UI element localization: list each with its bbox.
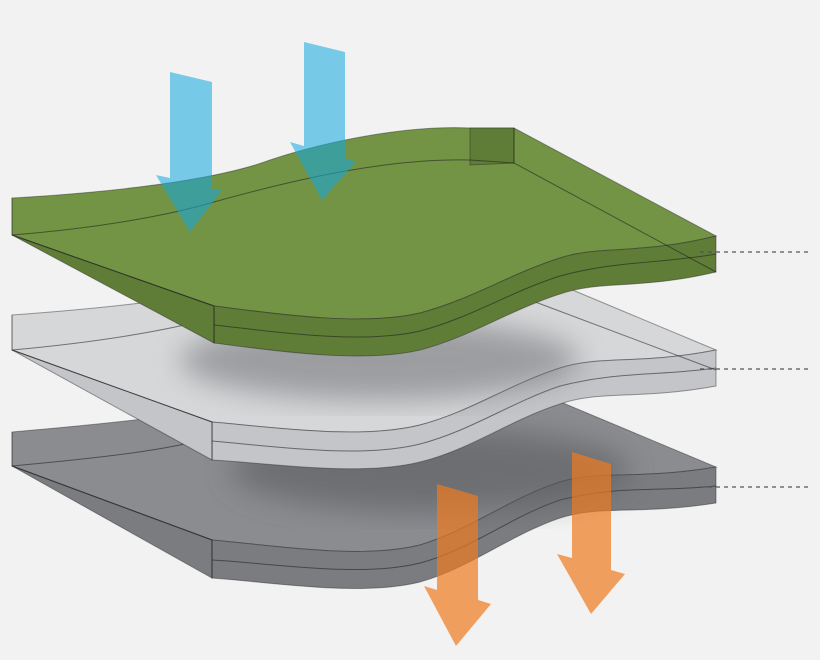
top-layer-back-edge (469, 127, 515, 166)
arrow-down-icon (290, 42, 356, 200)
arrow-down-icon (557, 452, 625, 614)
leader-lines (700, 251, 812, 488)
arrow-down-icon (424, 484, 491, 646)
arrow-down-icon (156, 72, 222, 232)
top-layer (11, 127, 718, 357)
outgoing-arrows (424, 452, 625, 646)
top-layer-top-surface (11, 127, 718, 320)
incoming-arrows (156, 42, 356, 232)
